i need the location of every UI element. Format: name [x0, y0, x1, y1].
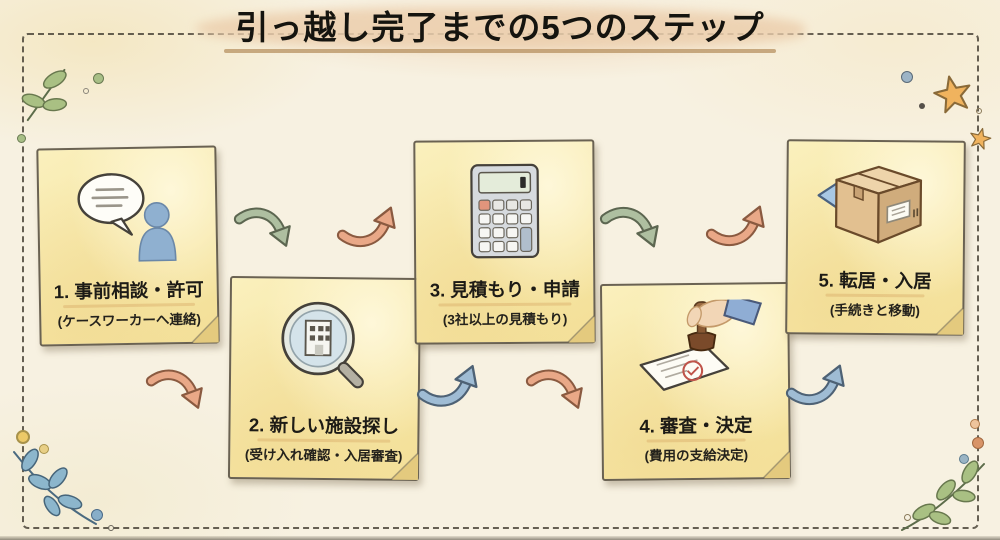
- arrow-step4-to-step5: [785, 356, 849, 412]
- small-circle-dot: [976, 108, 982, 114]
- arrow-step2-to-step3: [336, 196, 400, 256]
- yellow-dot: [39, 444, 49, 454]
- calculator-icon: [469, 163, 539, 259]
- orange-dot: [972, 437, 984, 449]
- arrow-step2-to-step3: [416, 358, 482, 412]
- page-title: 引っ越し完了までの5つのステップ: [235, 9, 765, 46]
- step-card-1: 1. 事前相談・許可 (ケースワーカーへ連絡): [36, 145, 220, 347]
- note-fold-corner: [568, 316, 595, 343]
- step-4-label: 4. 審査・決定: [639, 411, 752, 442]
- step-card-3: 3. 見積もり・申請 (3社以上の見積もり): [413, 139, 596, 345]
- step-5-label: 5. 転居・入居: [818, 267, 931, 298]
- leaf-branch-icon: [901, 460, 985, 531]
- blue-dot: [959, 454, 969, 464]
- step-1-sublabel: (ケースワーカーへ連絡): [57, 311, 202, 330]
- step-card-5: 5. 転居・入居 (手続きと移動): [785, 139, 966, 336]
- yellow-dot: [16, 430, 30, 444]
- step-card-2: 2. 新しい施設探し (受け入れ確認・入居審査): [227, 276, 422, 481]
- note-fold-corner: [763, 452, 791, 479]
- stamp-approval-icon: [639, 298, 762, 391]
- title-block: 引っ越し完了までの5つのステップ: [195, 6, 805, 53]
- step-2-label: 2. 新しい施設探し: [249, 411, 399, 443]
- leaf-branch-icon: [13, 448, 97, 525]
- green-dot: [93, 73, 104, 84]
- moving-box-icon: [816, 165, 922, 244]
- arrow-step4-to-step5: [705, 195, 769, 255]
- step-1-label: 1. 事前相談・許可: [54, 276, 205, 309]
- arrow-step1-to-step2: [145, 361, 207, 419]
- blue-dot: [91, 509, 103, 521]
- step-3-sublabel: (3社以上の見積もり): [442, 311, 568, 328]
- bottom-edge-shadow: [0, 536, 1000, 540]
- orange-dot: [970, 419, 980, 429]
- step-card-4: 4. 審査・決定 (費用の支給決定): [599, 282, 792, 481]
- step-1-icon-area: [38, 147, 216, 278]
- small-circle-dot: [83, 88, 89, 94]
- small-circle-dot: [904, 514, 911, 521]
- step-3-icon-area: [415, 141, 593, 276]
- arrow-step1-to-step2: [233, 201, 295, 255]
- note-fold-corner: [192, 316, 219, 343]
- note-fold-corner: [391, 453, 419, 480]
- dark-dot: [919, 103, 925, 109]
- step-5-sublabel: (手続きと移動): [829, 302, 920, 319]
- small-circle-dot: [108, 525, 114, 531]
- note-fold-corner: [937, 308, 964, 335]
- arrow-step3-to-step4: [599, 201, 663, 255]
- step-2-sublabel: (受け入れ確認・入居審査): [244, 447, 403, 464]
- leaf-branch-icon: [21, 68, 68, 122]
- green-dot: [17, 134, 26, 143]
- blue-dot: [901, 71, 913, 83]
- star-icon: [930, 71, 975, 115]
- magnifier-building-icon: [280, 301, 364, 388]
- step-4-sublabel: (費用の支給決定): [644, 447, 749, 464]
- step-2-icon-area: [231, 278, 419, 413]
- step-5-icon-area: [788, 141, 964, 268]
- step-4-icon-area: [602, 284, 788, 413]
- step-3-label: 3. 見積もり・申請: [430, 275, 580, 306]
- title-underline: [224, 48, 776, 53]
- title-watercolor-highlight: [195, 8, 805, 49]
- arrow-step3-to-step4: [525, 361, 587, 419]
- speech-person-icon: [77, 173, 177, 262]
